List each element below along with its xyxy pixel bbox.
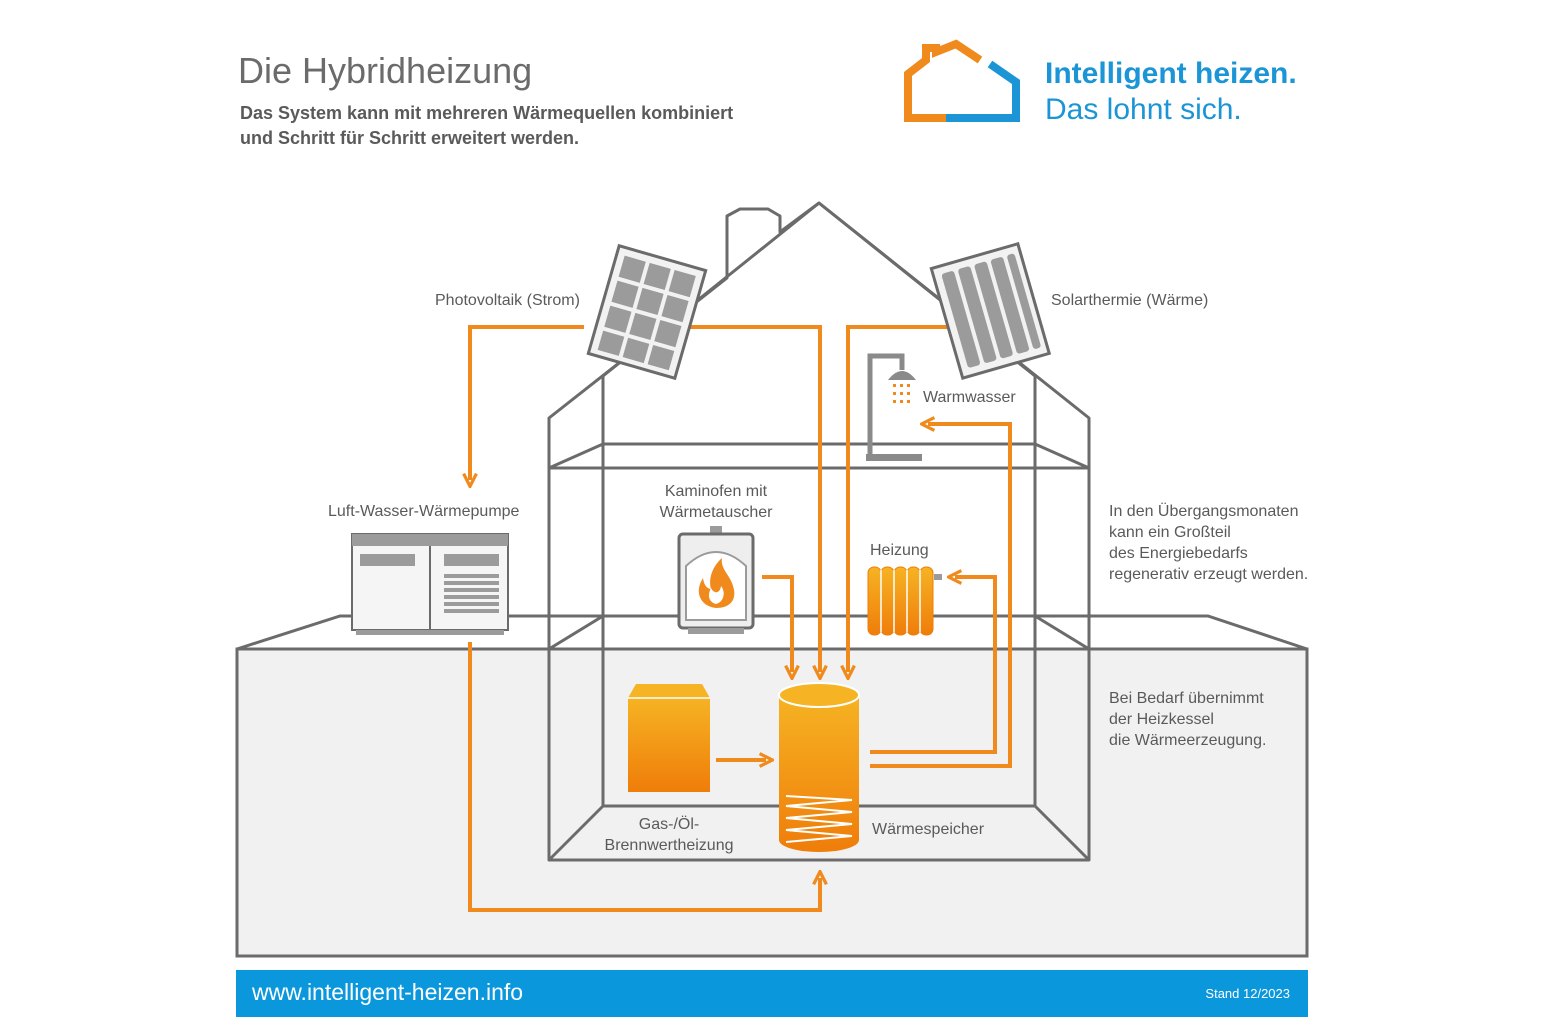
kaminofen-icon <box>677 526 755 634</box>
flow-pv-to-heatpump <box>470 325 584 480</box>
page-subtitle: Das System kann mit mehreren Wärmequelle… <box>240 101 840 151</box>
hybrid-heating-diagram <box>235 201 1309 958</box>
label-gas-line-1: Gas-/Öl- <box>638 816 700 833</box>
flow-storage-to-warmwasser <box>870 424 1012 768</box>
subtitle-line-2: und Schritt für Schritt erweitert werden… <box>240 128 580 148</box>
shower-icon <box>866 353 922 461</box>
label-kaminofen-line-1: Kaminofen mit <box>664 483 768 500</box>
page-title: Die Hybridheizung <box>238 50 533 91</box>
boiler-icon <box>628 684 710 792</box>
label-photovoltaik: Photovoltaik (Strom) <box>435 292 580 309</box>
brand-line-2: Das lohnt sich. <box>1045 93 1242 126</box>
house-logo-icon <box>904 39 1020 122</box>
label-waermepumpe: Luft-Wasser-Wärmepumpe <box>328 503 520 520</box>
storage-tank-icon <box>778 682 860 852</box>
note-bedarf-line: die Wärmeerzeugung. <box>1109 732 1267 749</box>
footer-stand-date: Stand 12/2023 <box>1205 986 1290 1001</box>
flow-kaminofen-to-storage <box>762 575 792 672</box>
note-bedarf: Bei Bedarf übernimmt der Heizkessel die … <box>1109 688 1266 751</box>
flow-solarthermie-to-storage <box>848 325 952 672</box>
label-kaminofen-line-2: Wärmetauscher <box>659 504 773 521</box>
flow-heatpump-to-storage <box>468 642 820 912</box>
photovoltaik-panel-icon <box>586 243 708 381</box>
label-gas-line-2: Brennwertheizung <box>604 837 734 854</box>
note-uebergang: In den Übergangsmonaten kann ein Großtei… <box>1109 501 1308 585</box>
note-bedarf-line: der Heizkessel <box>1109 711 1214 728</box>
subtitle-line-1: Das System kann mit mehreren Wärmequelle… <box>240 103 734 123</box>
footer-url-link[interactable]: www.intelligent-heizen.info <box>252 979 524 1005</box>
brand-line-1: Intelligent heizen. <box>1045 57 1297 90</box>
note-uebergang-line: des Energiebedarfs <box>1109 545 1248 562</box>
flow-pv-to-storage <box>686 325 820 672</box>
note-uebergang-line: kann ein Großteil <box>1109 524 1231 541</box>
label-waermespeicher: Wärmespeicher <box>872 821 985 838</box>
brand-tagline: Intelligent heizen. Das lohnt sich. <box>1045 56 1297 128</box>
note-uebergang-line: In den Übergangsmonaten <box>1109 503 1299 520</box>
label-heizung: Heizung <box>870 542 929 559</box>
footer-bar: www.intelligent-heizen.info Stand 12/202… <box>236 970 1308 1017</box>
ground-area <box>235 614 1309 958</box>
note-bedarf-line: Bei Bedarf übernimmt <box>1109 690 1264 707</box>
note-uebergang-line: regenerativ erzeugt werden. <box>1109 566 1309 583</box>
label-solarthermie: Solarthermie (Wärme) <box>1051 292 1209 309</box>
label-warmwasser: Warmwasser <box>923 389 1016 406</box>
label-gas-oel: Gas-/Öl- Brennwertheizung <box>598 814 740 856</box>
heatpump-unit-icon <box>351 533 509 635</box>
solarthermie-panel-icon <box>929 241 1052 381</box>
flow-storage-to-heizung <box>870 577 997 754</box>
radiator-icon <box>867 566 942 636</box>
label-kaminofen: Kaminofen mit Wärmetauscher <box>655 481 777 523</box>
flow-lines <box>468 325 1012 912</box>
